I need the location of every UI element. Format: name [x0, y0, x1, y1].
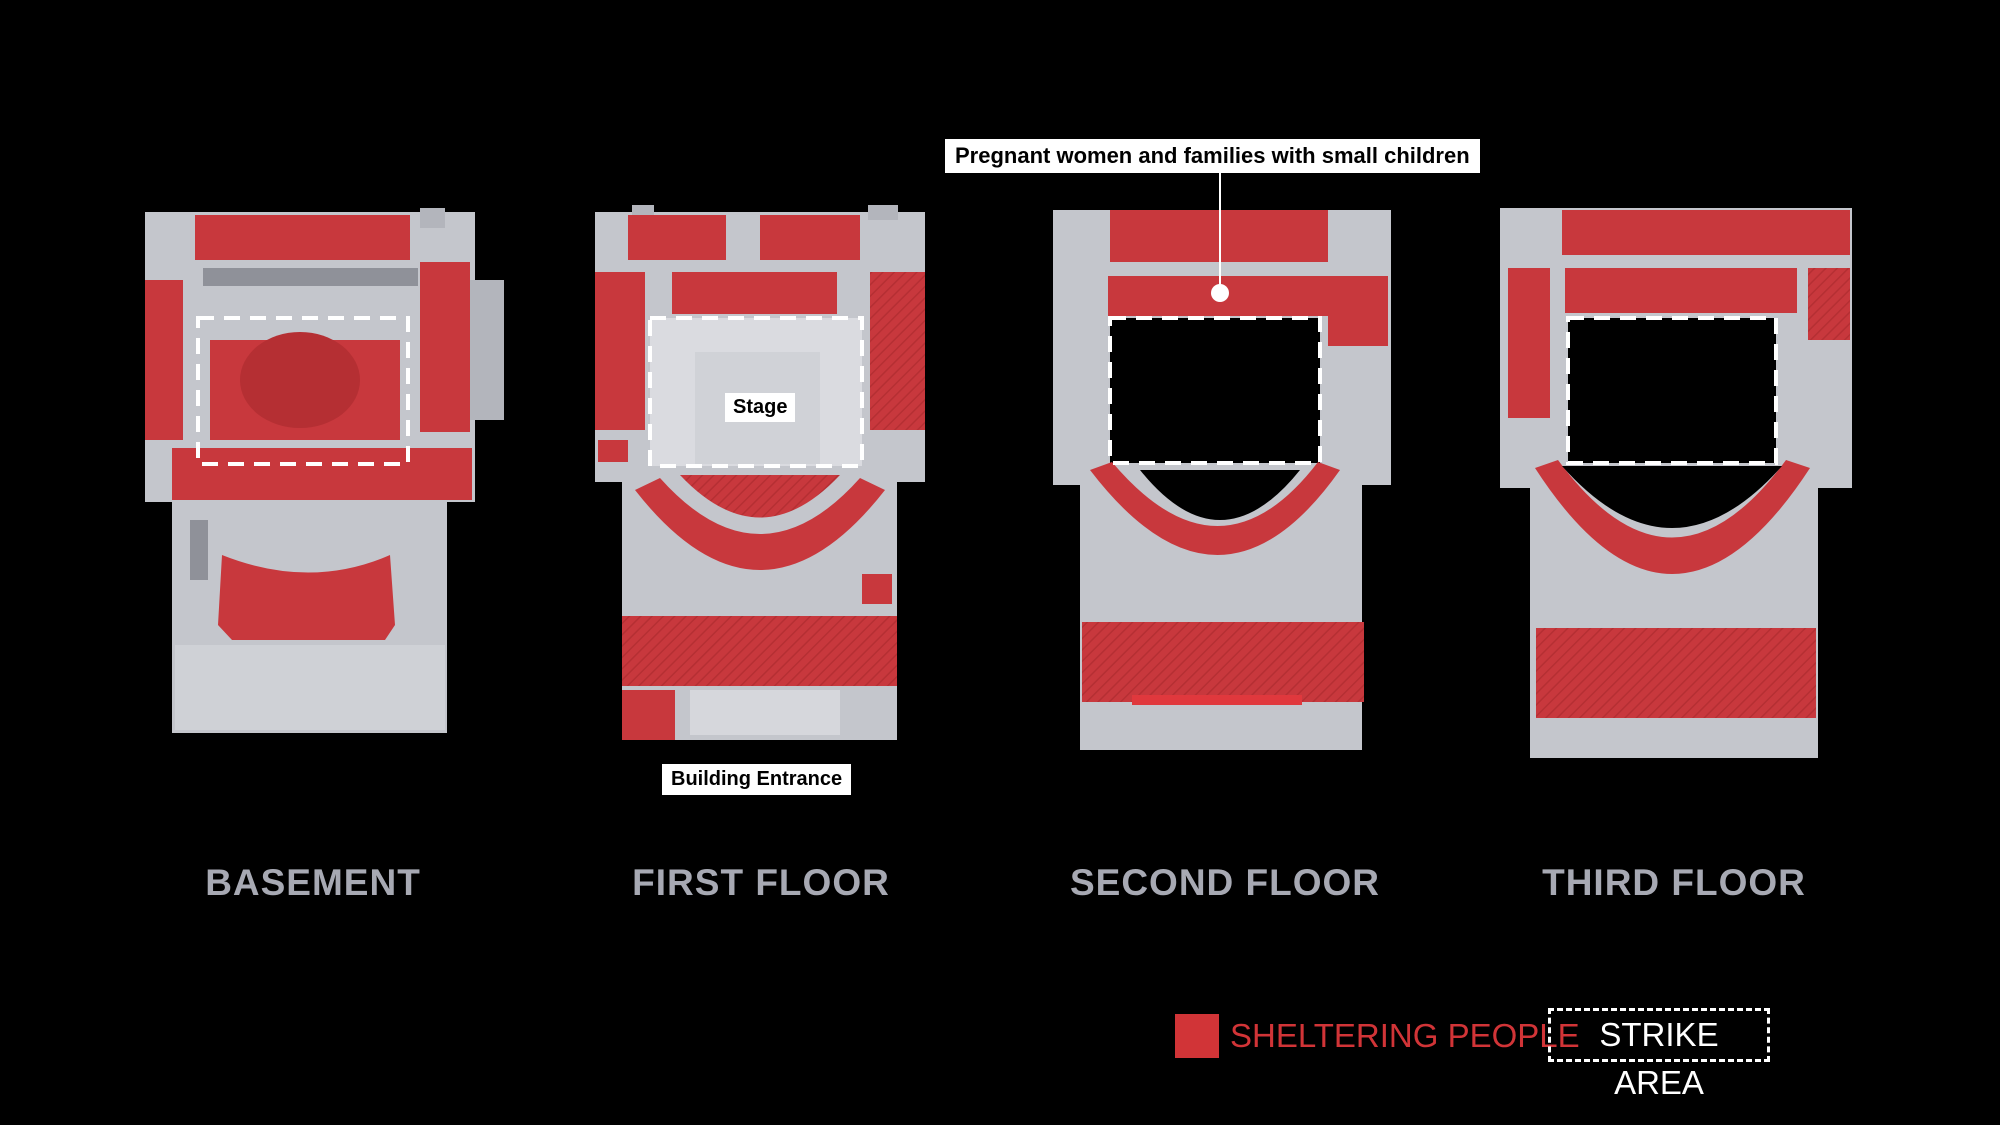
legend-sheltering-swatch	[1175, 1014, 1219, 1058]
floor-label-second: SECOND FLOOR	[1069, 862, 1381, 903]
basement-plan	[145, 208, 504, 733]
building-entrance-label: Building Entrance	[662, 764, 852, 795]
legend-sheltering-label: SHELTERING PEOPLE	[1230, 1017, 1580, 1054]
second-floor-plan	[1053, 172, 1391, 750]
floor-label-third: THIRD FLOOR	[1542, 862, 1806, 903]
floor-label-first: FIRST FLOOR	[632, 862, 890, 903]
floor-label-basement: BASEMENT	[205, 862, 421, 903]
stage-label: Stage	[725, 393, 796, 422]
legend-strike-area: STRIKE AREA	[1548, 1008, 1770, 1101]
pregnant-women-label: Pregnant women and families with small c…	[945, 139, 1480, 173]
third-floor-plan	[1500, 208, 1852, 758]
first-floor-plan	[595, 205, 925, 740]
